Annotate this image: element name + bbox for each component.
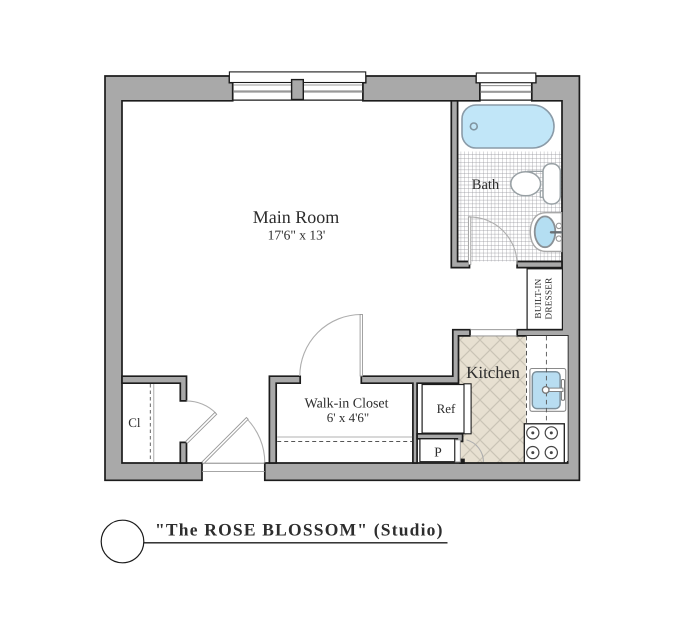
- svg-text:Kitchen: Kitchen: [466, 363, 520, 382]
- svg-text:6' x 4'6": 6' x 4'6": [327, 410, 370, 425]
- svg-text:Cl: Cl: [128, 415, 141, 430]
- svg-text:Walk-in Closet: Walk-in Closet: [304, 397, 388, 412]
- svg-text:P: P: [434, 445, 442, 460]
- svg-text:DRESSER: DRESSER: [544, 277, 554, 320]
- svg-text:Bath: Bath: [472, 177, 500, 193]
- svg-text:Ref: Ref: [437, 401, 456, 416]
- svg-text:17'6" x 13': 17'6" x 13': [268, 228, 326, 243]
- svg-text:Main Room: Main Room: [253, 207, 340, 227]
- svg-text:"The ROSE BLOSSOM" (Studio): "The ROSE BLOSSOM" (Studio): [155, 520, 444, 540]
- svg-text:BUILT-IN: BUILT-IN: [533, 278, 543, 318]
